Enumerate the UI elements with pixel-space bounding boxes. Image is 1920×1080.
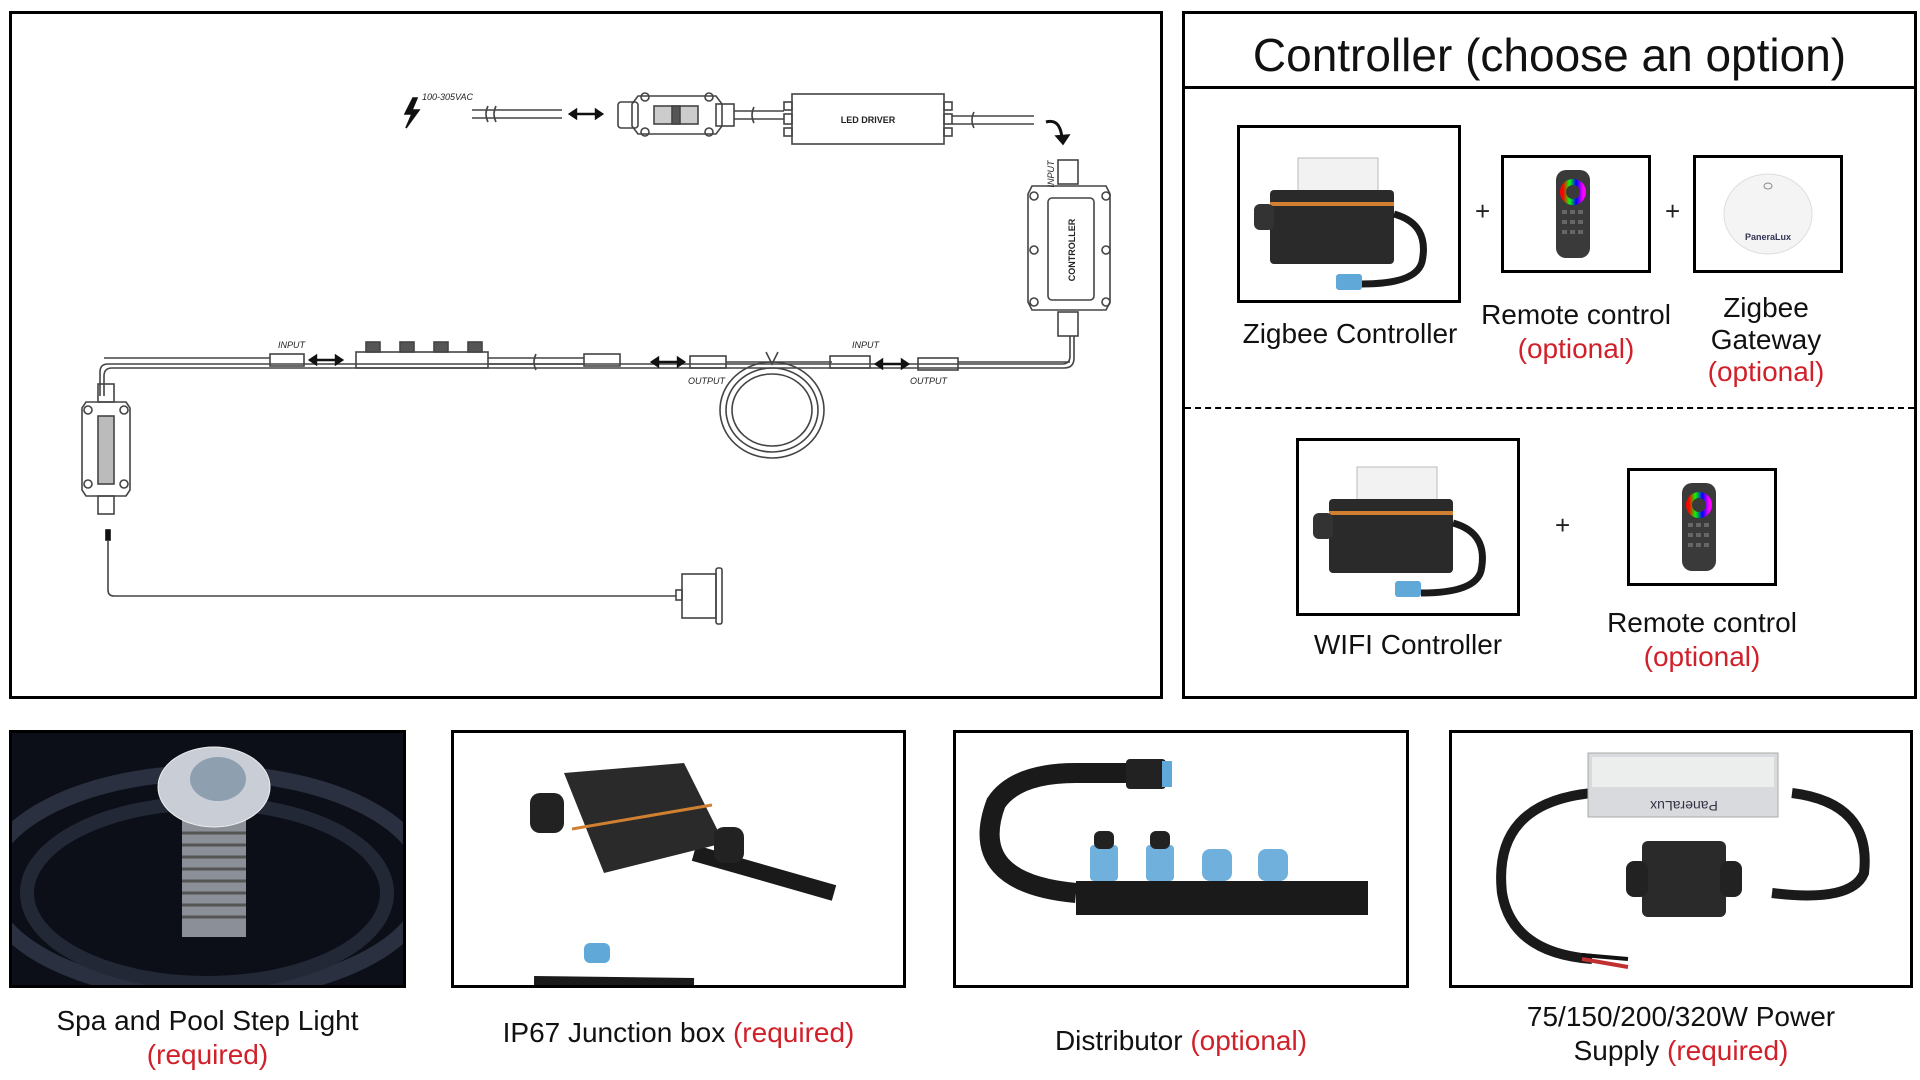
step-light-diagram	[675, 567, 723, 625]
led-driver	[783, 93, 953, 145]
options-separator	[1185, 407, 1914, 409]
plus-sign-1: +	[1475, 196, 1491, 226]
remote-control-icon	[1682, 483, 1716, 571]
controller-label: CONTROLLER	[1067, 218, 1077, 281]
distributor-image[interactable]	[953, 730, 1409, 988]
wifi-controller-image[interactable]	[1296, 438, 1520, 616]
junction-box-caption: IP67 Junction box (required)	[502, 1017, 855, 1048]
step-light-image[interactable]	[9, 730, 406, 988]
lightning-icon	[403, 97, 421, 129]
remote-control-image-2[interactable]	[1627, 468, 1777, 586]
plus-sign-3: +	[1555, 510, 1571, 540]
gateway-device-icon	[1723, 173, 1813, 255]
controller-box	[99, 159, 1111, 396]
remote-control-caption-1: Remote control (optional)	[1481, 299, 1671, 364]
controller-panel: Controller (choose an option) +	[1182, 11, 1917, 699]
distributor-diagram	[355, 341, 489, 369]
input-label-1: INPUT	[278, 340, 307, 350]
zigbee-controller-caption: Zigbee Controller	[1242, 318, 1458, 349]
wiring-diagram-panel: LED DRIVER CONTROLLER INPUT	[9, 11, 1163, 699]
zigbee-gateway-image[interactable]: PaneraLux	[1693, 155, 1843, 273]
wiring-diagram: LED DRIVER CONTROLLER INPUT	[81, 92, 1111, 625]
led-driver-label: LED DRIVER	[841, 115, 896, 125]
title-divider	[1185, 86, 1914, 89]
output-label-2: OUTPUT	[910, 376, 949, 386]
remote-control-caption-2: Remote control (optional)	[1607, 607, 1797, 672]
power-supply-caption: 75/150/200/320W Power Supply (required)	[1526, 1001, 1836, 1066]
double-arrow-icon	[567, 107, 605, 121]
junction-box-image[interactable]	[451, 730, 906, 988]
cable-coil	[719, 351, 832, 459]
power-supply-icon: PaneraLux	[1496, 752, 1870, 969]
input-label-2: INPUT	[852, 340, 881, 350]
step-light-caption: Spa and Pool Step Light (required)	[56, 1005, 359, 1070]
power-supply-brand: PaneraLux	[1650, 798, 1718, 814]
zigbee-controller-image[interactable]	[1237, 125, 1461, 303]
plus-sign-2: +	[1665, 196, 1681, 226]
output-label-1: OUTPUT	[688, 376, 727, 386]
remote-control-image-1[interactable]	[1501, 155, 1651, 273]
junction-box-top	[617, 92, 735, 137]
controller-device-icon	[1313, 466, 1486, 597]
distributor-icon	[979, 759, 1368, 915]
step-light-icon	[12, 746, 403, 985]
remote-control-icon	[1556, 170, 1590, 258]
distributor-caption: Distributor (optional)	[1054, 1025, 1308, 1056]
controller-panel-title: Controller (choose an option)	[1252, 29, 1847, 81]
junction-box-left	[81, 383, 131, 515]
gateway-brand: PaneraLux	[1744, 232, 1792, 242]
controller-device-icon	[1254, 157, 1427, 290]
voltage-label: 100-305VAC	[422, 92, 474, 102]
junction-box-icon	[530, 763, 837, 985]
zigbee-gateway-caption: Zigbee Gateway (optional)	[1707, 292, 1825, 387]
power-supply-image[interactable]: PaneraLux	[1449, 730, 1913, 988]
wifi-controller-caption: WIFI Controller	[1313, 629, 1503, 660]
controller-input-label: INPUT	[1046, 159, 1056, 188]
